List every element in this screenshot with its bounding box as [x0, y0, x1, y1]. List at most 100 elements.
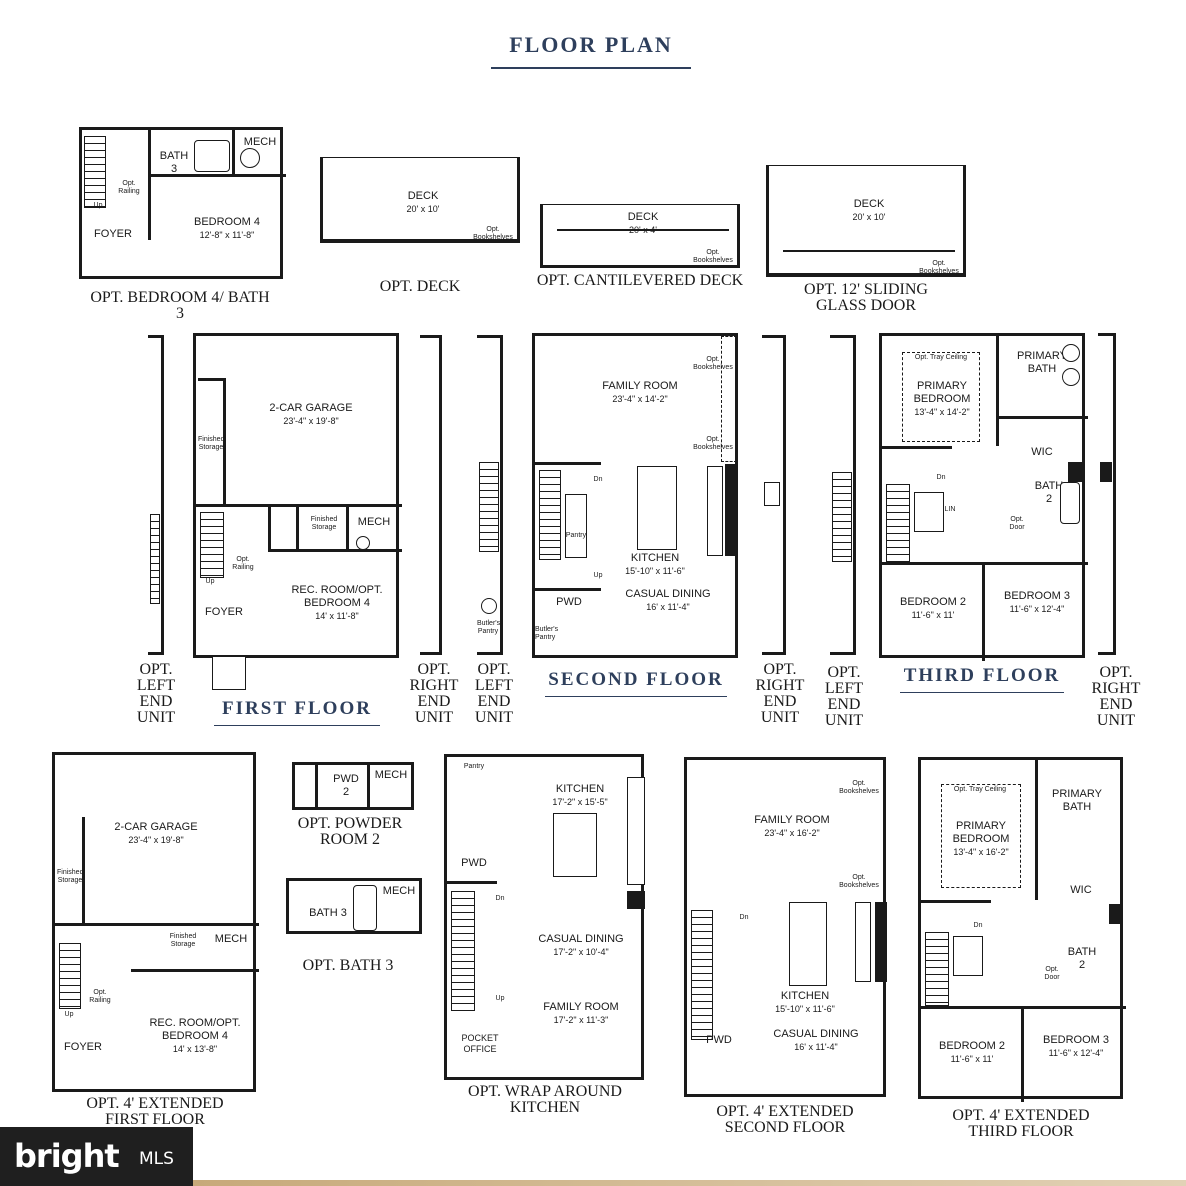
bright-mls-logo: bright MLS: [0, 1127, 193, 1186]
stairs-first: [200, 512, 224, 578]
up-label-wrap: Up: [495, 995, 505, 1002]
left-end-strip-2: Butler's Pantry: [477, 335, 503, 655]
opt-bookshelves: Opt. Bookshelves: [473, 226, 513, 241]
room-pwd-ext: PWD: [706, 1034, 732, 1046]
room-bath2: BATH 2: [1034, 480, 1064, 505]
caption-left-end-3: OPT. LEFT END UNIT: [824, 664, 864, 729]
opt-door-ext: Opt. Door: [1044, 966, 1060, 981]
opt-railing: Opt. Railing: [118, 180, 140, 195]
room-pwd2: PWD 2: [333, 773, 359, 798]
left-end-strip-1: [148, 335, 164, 655]
room-mech-first: MECH: [357, 516, 391, 528]
up-label-first: Up: [205, 578, 215, 585]
page-title: FLOOR PLAN: [509, 32, 673, 57]
opt-tray-ext: Opt. Tray Ceiling: [953, 786, 1007, 793]
dn-label-3: Dn: [936, 474, 946, 481]
room-pwd-wrap: PWD: [461, 857, 487, 869]
bathtub: [194, 140, 230, 172]
finished-storage-ext: Finished Storage: [57, 869, 84, 884]
opt-bookshelves-5: Opt. Bookshelves: [693, 436, 733, 451]
caption-opt-bedroom4: OPT. BEDROOM 4/ BATH 3: [90, 289, 270, 322]
kitchen-island: [637, 466, 677, 550]
up-label-ext: Up: [64, 1011, 74, 1018]
room-foyer-first: FOYER: [205, 606, 243, 618]
title-underline: [491, 67, 691, 69]
logo-brand: bright: [14, 1137, 120, 1175]
caption-right-end-3: OPT. RIGHT END UNIT: [1091, 664, 1141, 729]
opt-bookshelves-3: Opt. Bookshelves: [919, 260, 959, 275]
floor-label-first: FIRST FLOOR: [222, 698, 372, 719]
opt-bookshelves-2: Opt. Bookshelves: [693, 249, 733, 264]
opt-bookshelves-ext-2: Opt. Bookshelves: [839, 874, 879, 889]
caption-opt-deck: OPT. DECK: [379, 278, 461, 295]
finished-storage-2: Finished Storage: [310, 516, 338, 531]
dn-label-ext2: Dn: [739, 914, 749, 921]
opt-railing-first: Opt. Railing: [232, 556, 254, 571]
opt-bookshelves-ext-1: Opt. Bookshelves: [839, 780, 879, 795]
up-label: Up: [93, 202, 103, 209]
room-bath3: BATH 3: [309, 907, 347, 919]
caption-opt-bath3: OPT. BATH 3: [302, 957, 394, 974]
right-end-strip-2: [762, 335, 786, 655]
butlers-pantry-label: Butler's Pantry: [477, 620, 501, 635]
floor-label-second: SECOND FLOOR: [548, 669, 724, 690]
pantry-label-wrap: Pantry: [463, 763, 485, 770]
front-stoop: [212, 656, 246, 690]
water-heater: [240, 148, 260, 168]
right-end-strip-3: [1098, 333, 1116, 655]
room-bath2-ext: BATH 2: [1067, 946, 1097, 971]
right-end-strip-1: [420, 335, 442, 655]
stairs: [84, 136, 106, 208]
room-wic: WIC: [1031, 446, 1053, 458]
room-primary-bath-ext: PRIMARY BATH: [1052, 788, 1102, 813]
pocket-office-label: POCKET OFFICE: [461, 1033, 499, 1054]
room-primary-bath: PRIMARY BATH: [1017, 350, 1067, 375]
bottom-accent-bar: [193, 1180, 1186, 1186]
caption-right-end-2: OPT. RIGHT END UNIT: [755, 661, 805, 726]
caption-left-end-1: OPT. LEFT END UNIT: [136, 661, 176, 726]
caption-ext-second: OPT. 4' EXTENDED SECOND FLOOR: [716, 1103, 854, 1136]
caption-opt-wrap: OPT. WRAP AROUND KITCHEN: [468, 1083, 622, 1116]
caption-ext-third: OPT. 4' EXTENDED THIRD FLOOR: [952, 1107, 1090, 1140]
up-label-second: Up: [593, 572, 603, 579]
caption-opt-cantilevered: OPT. CANTILEVERED DECK: [536, 272, 744, 289]
room-mech: MECH: [243, 136, 277, 148]
opt-bookshelves-4: Opt. Bookshelves: [693, 356, 733, 371]
caption-right-end-1: OPT. RIGHT END UNIT: [409, 661, 459, 726]
room-mech-powder: MECH: [374, 769, 408, 781]
linen-closet: [914, 492, 944, 532]
room-pwd: PWD: [556, 596, 582, 608]
opt-door-label: Opt. Door: [1009, 516, 1025, 531]
room-mech-ext: MECH: [214, 933, 248, 945]
